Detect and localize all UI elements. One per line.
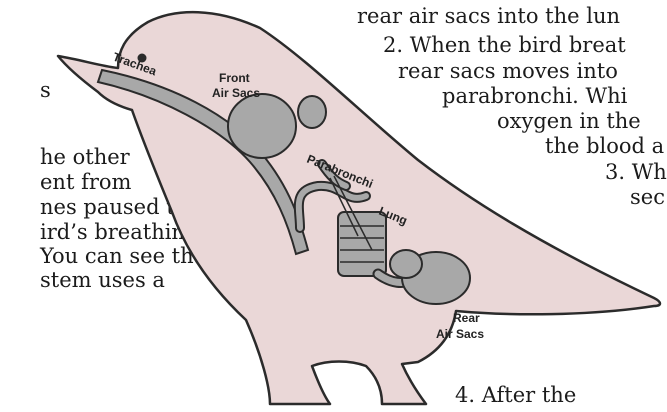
front-air-sacs-label-2: Air Sacs	[212, 86, 260, 100]
front-air-sacs-label-1: Front	[219, 71, 250, 85]
rear-air-sac-small	[390, 250, 422, 278]
front-air-sac-large	[228, 94, 296, 158]
rear-air-sacs-label-1: Rear	[453, 311, 480, 325]
lung	[338, 212, 386, 276]
rear-air-sacs-label-2: Air Sacs	[436, 327, 484, 341]
front-air-sac-small	[298, 96, 326, 128]
